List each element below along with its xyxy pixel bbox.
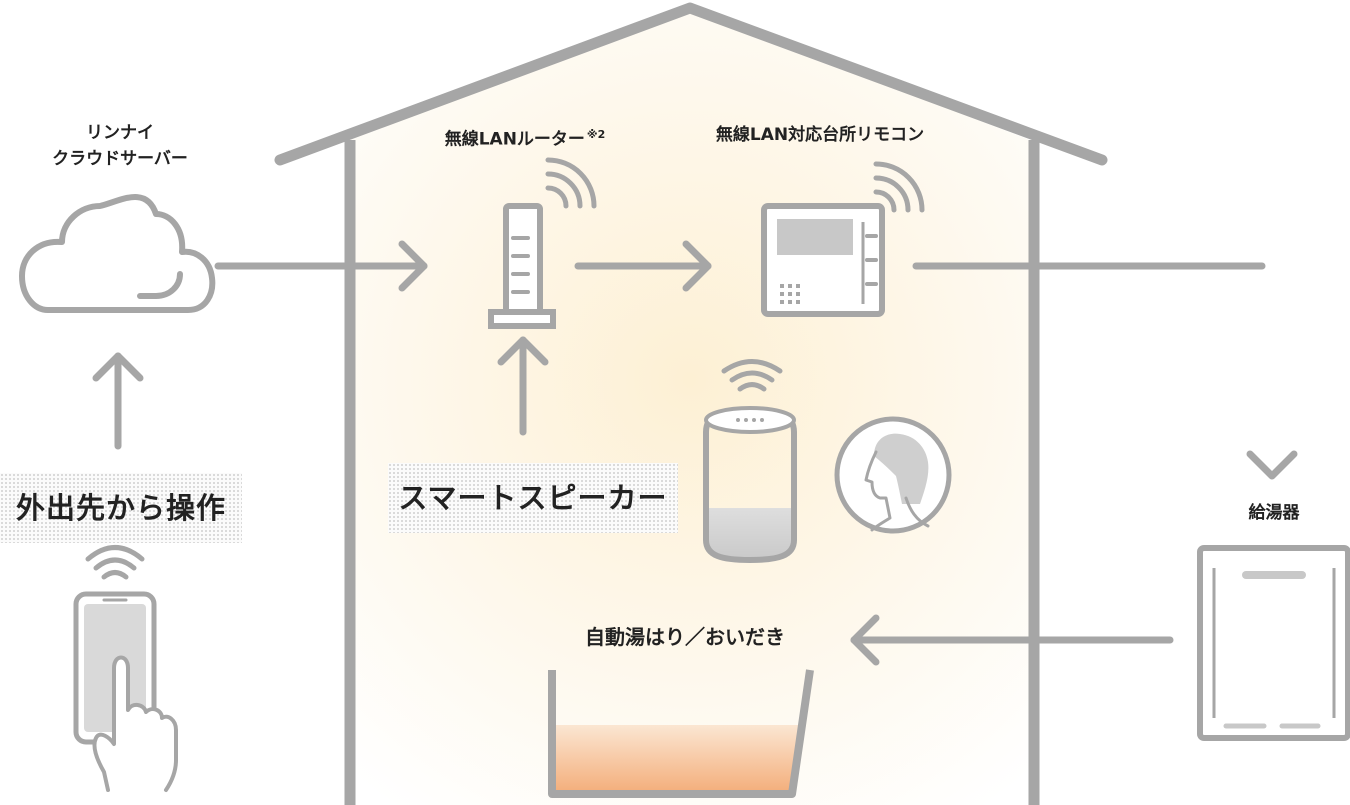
cloud-server-label: リンナイ クラウドサーバー (15, 120, 225, 172)
water-heater-label: 給湯器 (1248, 503, 1300, 523)
smartphone-icon (73, 591, 178, 792)
bathtub-icon (548, 669, 814, 798)
wifi-icon (873, 161, 925, 213)
arrow-phone-to-cloud (92, 352, 144, 450)
wifi-icon (85, 545, 145, 580)
person-icon (834, 416, 952, 534)
arrow-remote-to-heater (912, 262, 1298, 480)
router-label: 無線LANルーター※2 (380, 122, 670, 153)
smart-speaker-label: スマートスピーカー (388, 463, 678, 533)
arrow-router-to-remote (574, 240, 712, 292)
cloud-server-label-line1: リンナイ (86, 123, 154, 143)
remote-operation-label: 外出先から操作 (0, 473, 242, 543)
cloud-server-label-line2: クラウドサーバー (52, 149, 188, 169)
router-footnote: ※2 (586, 128, 606, 141)
router-icon (488, 203, 556, 329)
water-heater-icon (1197, 545, 1350, 741)
wifi-icon (545, 157, 597, 209)
bath-function-label: 自動湯はり／おいだき (585, 625, 785, 649)
arrow-speaker-to-router (497, 336, 549, 436)
router-label-text: 無線LANルーター (444, 129, 585, 150)
remote-icon (761, 203, 885, 317)
wifi-icon (721, 359, 783, 392)
smart-speaker-icon (703, 406, 797, 564)
arrow-cloud-to-router (214, 240, 428, 292)
cloud-icon (19, 194, 216, 313)
arrow-heater-to-bath (850, 614, 1174, 666)
kitchen-remote-label: 無線LAN対応台所リモコン (715, 125, 925, 145)
